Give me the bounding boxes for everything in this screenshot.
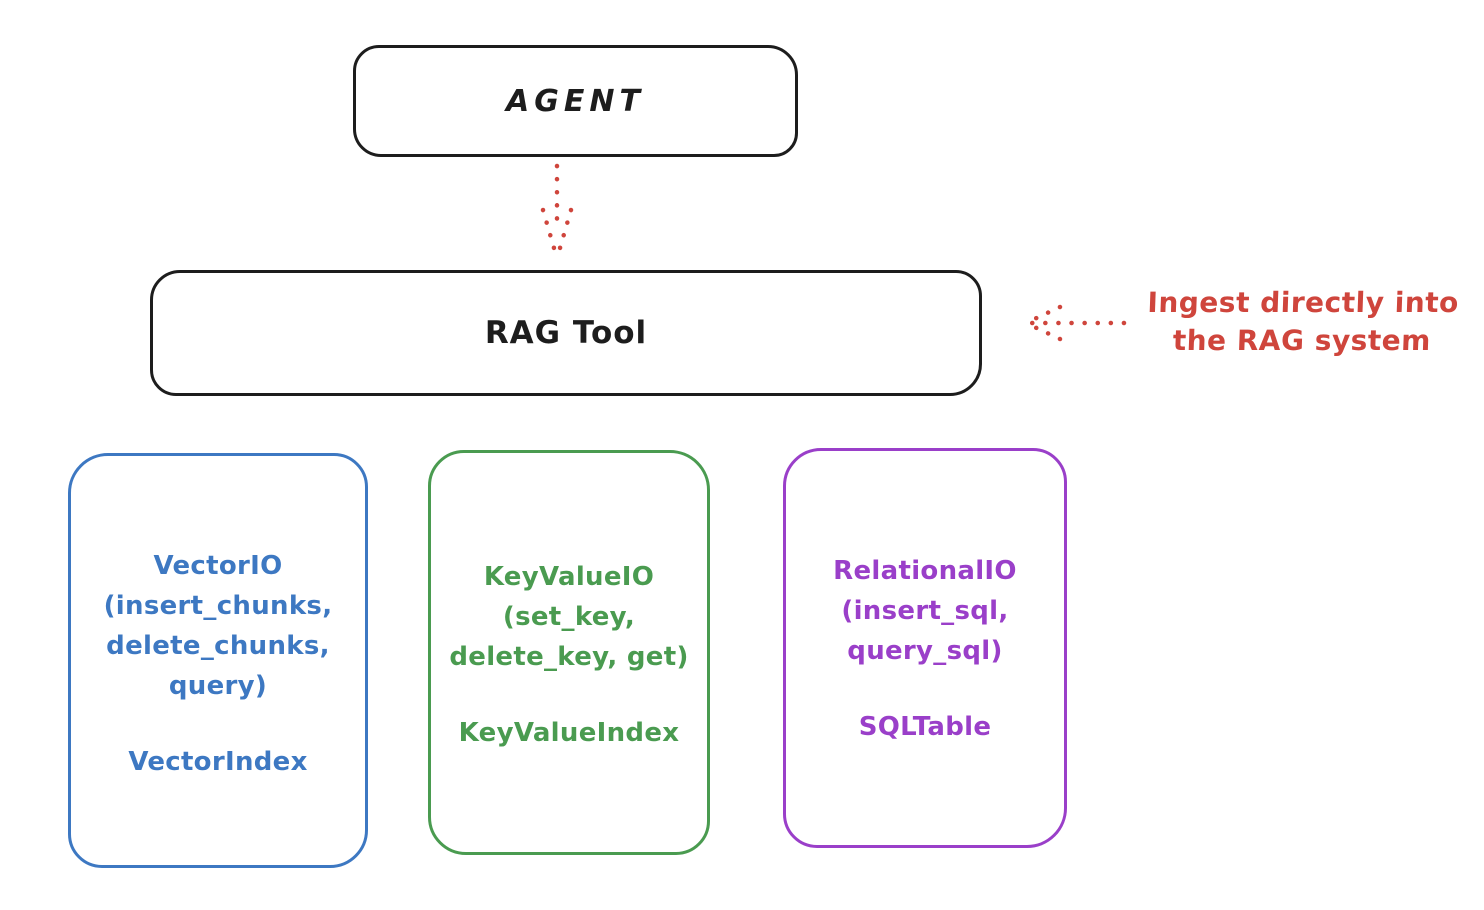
relational-io-line: RelationalIO — [833, 556, 1017, 586]
vector-io-node: VectorIO (insert_chunks, delete_chunks, … — [68, 453, 368, 868]
agent-node: AGENT — [353, 45, 798, 157]
vector-io-lines: VectorIO (insert_chunks, delete_chunks, … — [104, 546, 333, 706]
ingest-arrow-icon — [1025, 304, 1127, 342]
keyvalue-io-lines: KeyValueIO (set_key, delete_key, get) — [449, 557, 688, 677]
keyvalue-io-line: delete_key, get) — [449, 642, 689, 672]
ingest-annotation-line: Ingest directly into — [1146, 286, 1460, 319]
vector-io-line: query) — [168, 671, 268, 701]
keyvalue-io-line: (set_key, — [502, 602, 636, 632]
relational-io-line: query_sql) — [847, 636, 1003, 666]
agent-label: AGENT — [506, 83, 645, 119]
sql-table-label: SQLTable — [858, 712, 992, 742]
vector-io-line: VectorIO — [153, 551, 283, 581]
vector-io-line: (insert_chunks, — [103, 591, 333, 621]
rag-tool-label: RAG Tool — [484, 315, 648, 351]
vector-io-line: delete_chunks, — [106, 631, 330, 661]
relational-io-node: RelationalIO (insert_sql, query_sql) SQL… — [783, 448, 1067, 848]
ingest-annotation-line: the RAG system — [1172, 324, 1432, 357]
relational-io-line: (insert_sql, — [841, 596, 1009, 626]
rag-tool-node: RAG Tool — [150, 270, 982, 396]
agent-to-ragtool-arrow-icon — [540, 163, 574, 258]
keyvalue-io-node: KeyValueIO (set_key, delete_key, get) Ke… — [428, 450, 710, 855]
keyvalue-io-line: KeyValueIO — [483, 562, 655, 592]
vector-index-label: VectorIndex — [128, 747, 308, 777]
relational-io-lines: RelationalIO (insert_sql, query_sql) — [833, 551, 1017, 671]
ingest-annotation: Ingest directly into the RAG system — [1129, 284, 1477, 360]
keyvalue-index-label: KeyValueIndex — [458, 718, 680, 748]
